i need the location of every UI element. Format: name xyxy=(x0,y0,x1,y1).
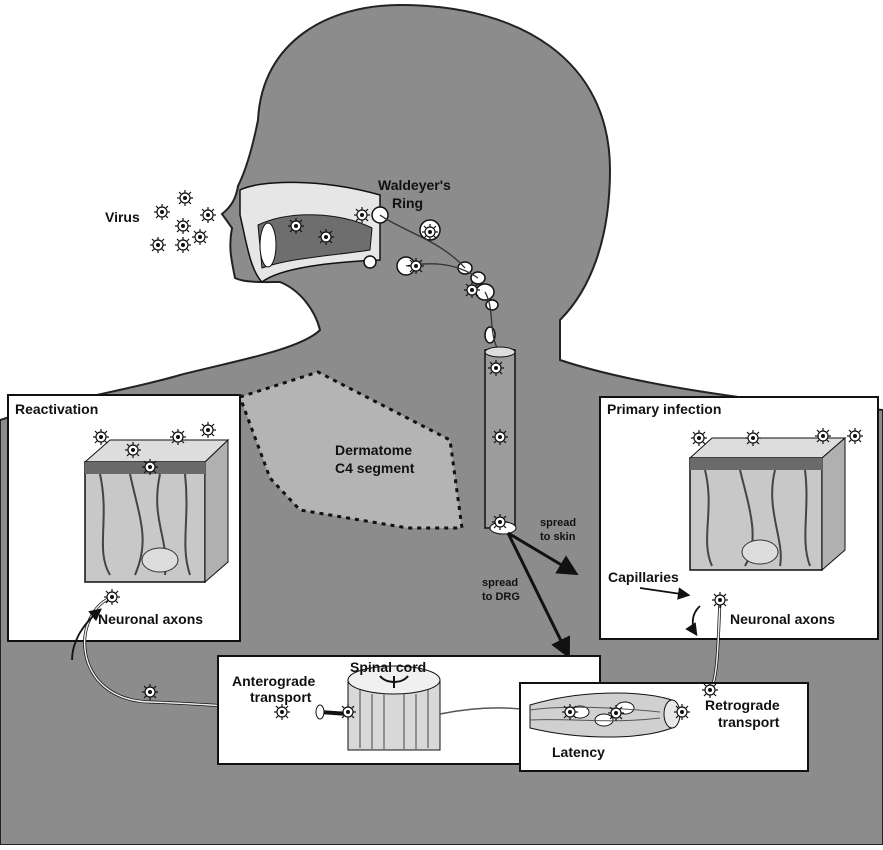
spread-drg-label-line1: spread xyxy=(482,577,518,589)
dermatome-label-line2: C4 segment xyxy=(335,460,415,476)
latency-label: Latency xyxy=(552,744,605,760)
virus-label: Virus xyxy=(105,209,140,225)
neuronal-axons-right-label: Neuronal axons xyxy=(730,611,835,627)
skin-block-icon xyxy=(85,440,228,582)
anterograde-label-line1: Anterograde xyxy=(232,673,315,689)
neuronal-axons-left-label: Neuronal axons xyxy=(98,611,203,627)
dermatome-label-line1: Dermatome xyxy=(335,442,412,458)
spinal-cord-icon xyxy=(348,666,440,750)
spinal-cord-label: Spinal cord xyxy=(350,659,426,675)
skin-block-icon-right xyxy=(690,438,845,570)
waldeyer-label-line1: Waldeyer's xyxy=(378,177,451,193)
spread-skin-label-line1: spread xyxy=(540,517,576,529)
capillaries-label: Capillaries xyxy=(608,569,679,585)
spread-drg-label-line2: to DRG xyxy=(482,591,520,603)
spread-skin-label-line2: to skin xyxy=(540,531,576,543)
anterograde-label-line2: transport xyxy=(250,689,312,705)
reactivation-title: Reactivation xyxy=(15,401,98,417)
retrograde-label-line1: Retrograde xyxy=(705,697,780,713)
waldeyer-label-line2: Ring xyxy=(392,195,423,211)
retrograde-label-line2: transport xyxy=(718,714,780,730)
primary-infection-title: Primary infection xyxy=(607,401,721,417)
